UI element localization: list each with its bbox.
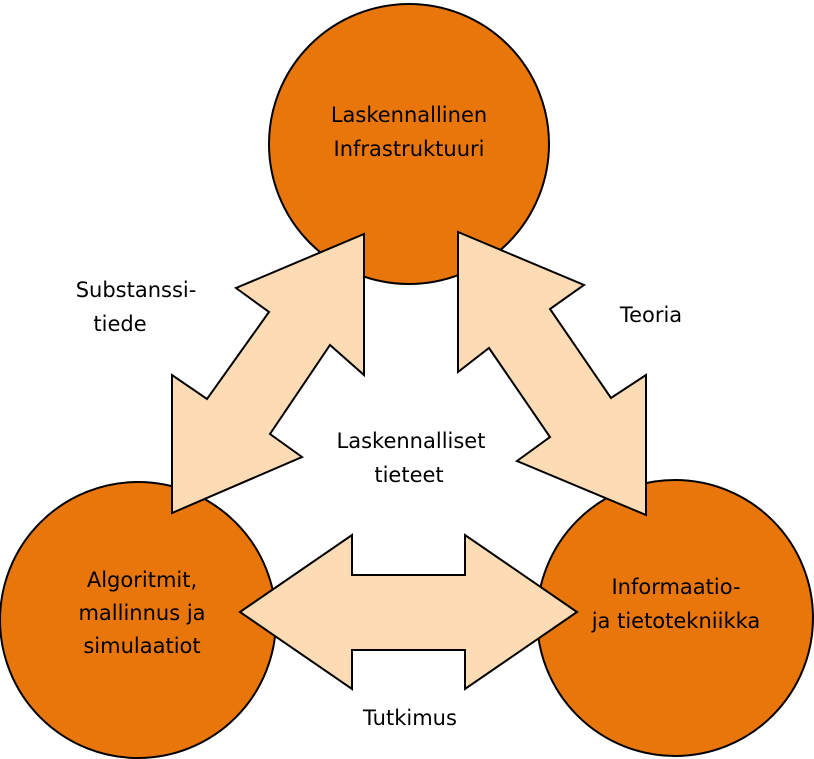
double-arrow-right	[457, 230, 647, 517]
double-arrow-left	[171, 232, 365, 515]
node-label-left-line1: Algoritmit,	[87, 568, 197, 592]
node-label-right-line2: ja tietotekniikka	[591, 609, 761, 633]
center-label-line1: Laskennalliset	[337, 429, 486, 453]
node-label-top-line2: Infrastruktuuri	[334, 137, 485, 161]
edge-label-left-line1: Substanssi-	[76, 278, 197, 302]
edge-label-right: Teoria	[619, 303, 682, 327]
double-arrow-bottom	[238, 533, 579, 691]
center-label-line2: tieteet	[374, 463, 443, 487]
edge-label-bottom: Tutkimus	[362, 706, 457, 730]
node-label-right-line1: Informaatio-	[611, 575, 740, 599]
node-circle-top	[268, 3, 550, 285]
node-label-top-line1: Laskennallinen	[331, 103, 487, 127]
node-label-left-line3: simulaatiot	[83, 634, 200, 658]
node-label-left-line2: mallinnus ja	[78, 601, 205, 625]
edge-label-left-line2: tiede	[93, 312, 146, 336]
